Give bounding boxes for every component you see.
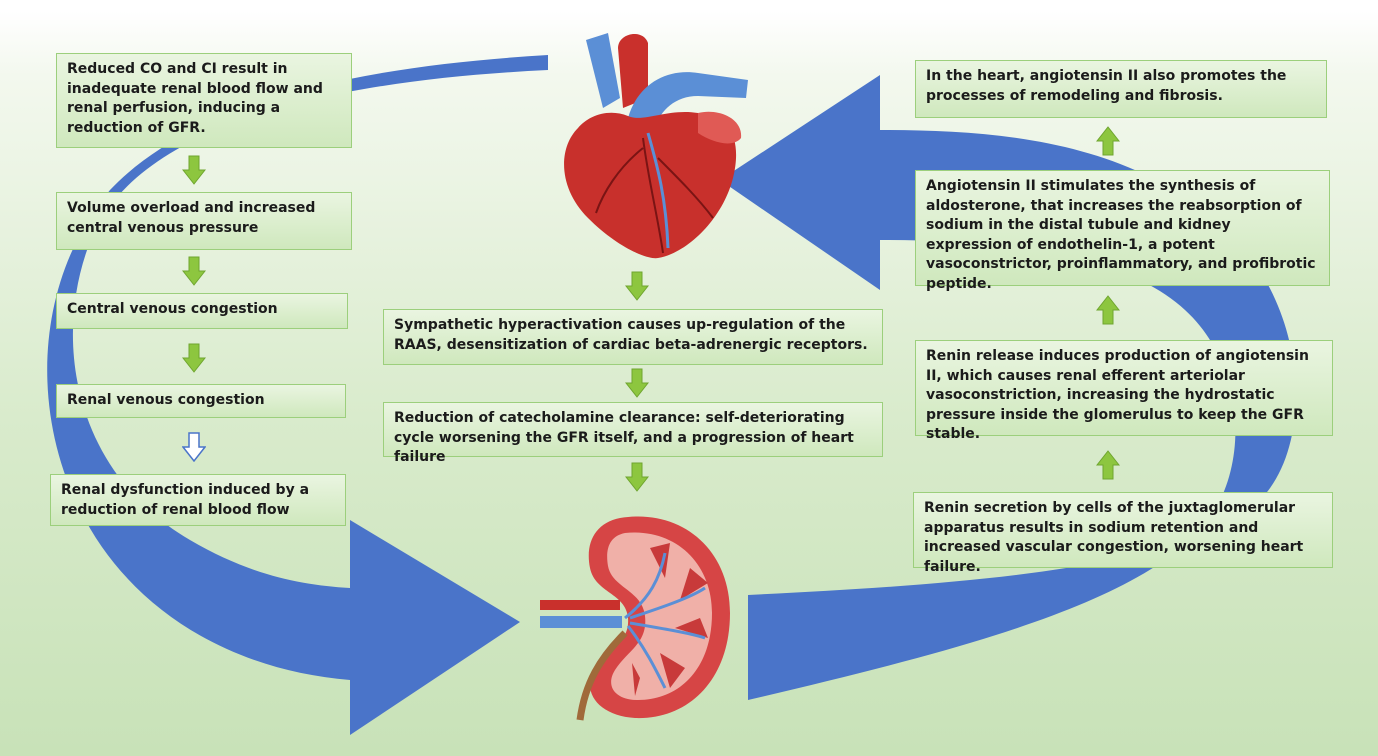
arrow-down-icon bbox=[625, 271, 649, 301]
renal-vessels bbox=[624, 552, 706, 689]
coronary-vein bbox=[646, 132, 670, 249]
center-step-2: Reduction of catecholamine clearance: se… bbox=[383, 402, 883, 465]
renal-pyramids bbox=[632, 543, 708, 696]
left-cycle-arrow bbox=[47, 55, 548, 735]
left-step-5: Renal dysfunction induced by a reduction… bbox=[50, 474, 346, 526]
kidney-inner bbox=[607, 532, 712, 700]
ureter bbox=[576, 630, 628, 721]
arrow-down-icon bbox=[182, 256, 206, 286]
renal-vein bbox=[540, 616, 622, 628]
right-step-2: Angiotensin II stimulates the synthesis … bbox=[915, 170, 1330, 292]
renal-artery bbox=[540, 600, 620, 610]
right-step-1: In the heart, angiotensin II also promot… bbox=[915, 60, 1327, 118]
arrow-down-icon bbox=[182, 343, 206, 373]
arrow-up-icon bbox=[1096, 126, 1120, 156]
left-step-4: Renal venous congestion bbox=[56, 384, 346, 418]
arrow-down-icon bbox=[182, 155, 206, 185]
center-step-1: Sympathetic hyperactivation causes up-re… bbox=[383, 309, 883, 365]
aorta bbox=[618, 33, 648, 109]
arrow-down-icon bbox=[625, 462, 649, 492]
coronary-vessel bbox=[595, 137, 714, 254]
right-step-4: Renin secretion by cells of the juxtaglo… bbox=[913, 492, 1333, 575]
left-step-1: Reduced CO and CI result in inadequate r… bbox=[56, 53, 352, 148]
arrow-up-icon bbox=[1096, 295, 1120, 325]
heart-illustration bbox=[564, 33, 748, 259]
left-step-3: Central venous congestion bbox=[56, 293, 348, 329]
arrow-up-icon bbox=[1096, 450, 1120, 480]
left-atrium bbox=[698, 111, 742, 144]
left-step-2: Volume overload and increased central ve… bbox=[56, 192, 352, 250]
arrow-down-icon bbox=[625, 368, 649, 398]
right-step-3: Renin release induces production of angi… bbox=[915, 340, 1333, 442]
vena-cava bbox=[586, 33, 620, 108]
arrow-down-icon bbox=[182, 432, 206, 462]
kidney-illustration bbox=[540, 516, 730, 721]
